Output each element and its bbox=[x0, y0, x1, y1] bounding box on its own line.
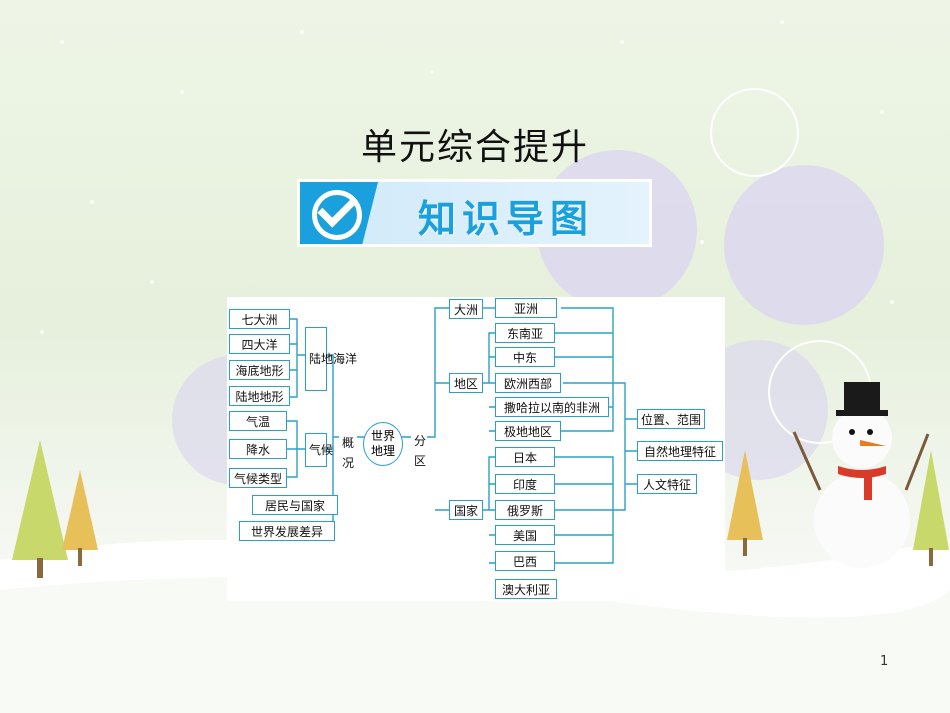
section-banner: 知识导图 bbox=[297, 179, 652, 247]
climate-item: 气温 bbox=[229, 411, 287, 431]
center-node: 世界 地理 bbox=[363, 422, 403, 466]
knowledge-mindmap: 七大洲 四大洋 海底地形 陆地地形 陆地海洋 气温 降水 气候类型 气候 居民与… bbox=[227, 297, 725, 601]
snowflake bbox=[90, 200, 94, 204]
banner-body: 知识导图 bbox=[300, 182, 649, 244]
check-circle-icon bbox=[312, 190, 362, 240]
feature-item: 自然地理特征 bbox=[637, 441, 723, 461]
feature-item: 位置、范围 bbox=[637, 409, 705, 429]
mindmap-connectors bbox=[287, 307, 637, 564]
snowflake bbox=[300, 30, 304, 34]
left-branch-label: 概况 bbox=[341, 436, 354, 470]
region-item: 撒哈拉以南的非洲 bbox=[495, 397, 609, 417]
snowflake bbox=[40, 330, 44, 334]
country-item: 俄罗斯 bbox=[495, 500, 555, 520]
land-sea-item: 四大洋 bbox=[229, 334, 290, 354]
region-item: 东南亚 bbox=[495, 323, 555, 343]
tree-icon bbox=[62, 470, 98, 566]
climate-group-label: 气候 bbox=[309, 442, 334, 457]
bg-circle bbox=[724, 165, 884, 325]
snowflake bbox=[180, 90, 184, 94]
check-badge bbox=[300, 182, 378, 244]
snowflake bbox=[60, 40, 64, 44]
country-item: 澳大利亚 bbox=[495, 579, 557, 599]
tree-icon bbox=[727, 450, 763, 556]
page-number: 1 bbox=[880, 654, 889, 669]
snowflake bbox=[880, 110, 884, 114]
page-title: 单元综合提升 bbox=[360, 127, 589, 168]
snowman-icon bbox=[792, 382, 930, 568]
snowflake bbox=[150, 280, 154, 284]
population-item: 居民与国家 bbox=[252, 495, 338, 515]
tree-icon bbox=[12, 440, 68, 578]
continent-item: 亚洲 bbox=[495, 298, 557, 318]
bg-circle bbox=[710, 88, 799, 177]
country-item: 印度 bbox=[495, 474, 555, 494]
region-item: 极地地区 bbox=[495, 421, 561, 441]
land-sea-item: 陆地地形 bbox=[229, 386, 290, 406]
snowflake bbox=[430, 70, 434, 74]
climate-item: 降水 bbox=[229, 439, 287, 459]
country-item: 日本 bbox=[495, 447, 555, 467]
land-sea-group: 陆地海洋 bbox=[305, 327, 358, 391]
region-item: 欧洲西部 bbox=[495, 373, 561, 393]
banner-label: 知识导图 bbox=[418, 197, 595, 241]
tree-icon bbox=[913, 450, 949, 566]
country-item: 巴西 bbox=[495, 551, 555, 571]
climate-item: 气候类型 bbox=[229, 468, 287, 488]
snowflake bbox=[700, 240, 704, 244]
development-item: 世界发展差异 bbox=[239, 521, 335, 541]
land-sea-item: 海底地形 bbox=[229, 360, 290, 380]
climate-group: 气候 bbox=[305, 433, 334, 467]
snowflake bbox=[780, 20, 784, 24]
snowflake bbox=[890, 300, 894, 304]
feature-item: 人文特征 bbox=[637, 474, 697, 494]
right-branch-label: 分区 bbox=[413, 434, 426, 468]
region-group: 地区 bbox=[449, 373, 483, 393]
country-group: 国家 bbox=[449, 500, 483, 520]
continent-group: 大洲 bbox=[449, 299, 483, 319]
land-sea-item: 七大洲 bbox=[229, 309, 290, 329]
country-item: 美国 bbox=[495, 525, 555, 545]
snowflake bbox=[620, 40, 624, 44]
region-item: 中东 bbox=[495, 347, 555, 367]
land-sea-group-label: 陆地海洋 bbox=[309, 351, 358, 366]
